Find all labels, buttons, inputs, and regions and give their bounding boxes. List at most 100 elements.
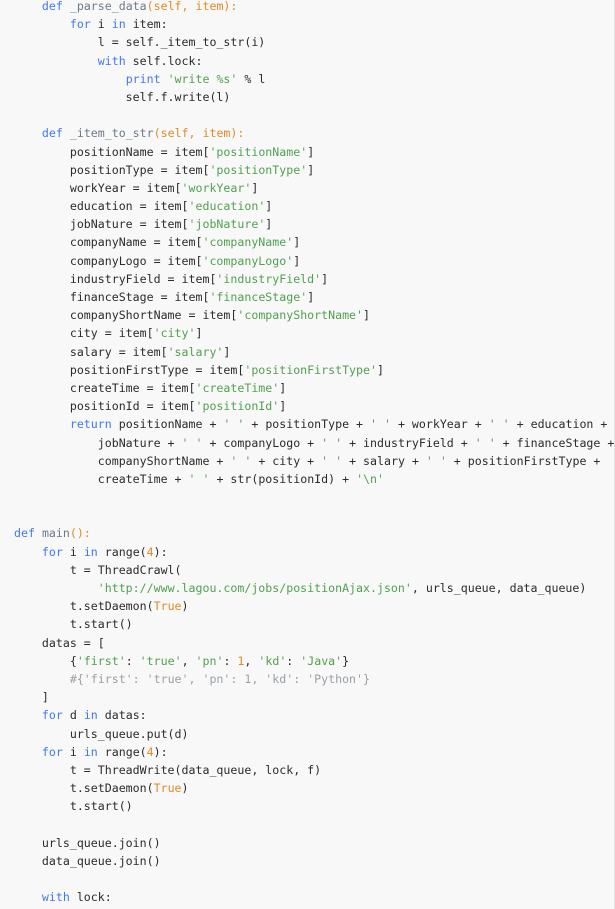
code-line: urls_queue.put(d) (14, 725, 614, 743)
code-token: ) (181, 781, 189, 796)
code-line: positionName = item['positionName'] (14, 143, 614, 161)
code-line: l = self._item_to_str(i) (14, 33, 614, 51)
code-token: ] (307, 144, 315, 159)
code-token: 'positionFirstType' (244, 362, 377, 377)
code-token: ' ' (188, 471, 210, 486)
code-token: jobNature + (14, 435, 182, 450)
code-token: + financeStage + (495, 435, 615, 450)
code-token: ) (181, 599, 189, 614)
code-token: companyShortName + (14, 453, 231, 468)
code-token: companyShortName = item[ (14, 308, 238, 323)
code-line: data_queue.join() (14, 852, 614, 870)
code-line: for i in item: (14, 15, 614, 33)
code-line (14, 815, 614, 833)
code-token: ] (14, 690, 49, 705)
code-line: positionFirstType = item['positionFirstT… (14, 361, 614, 379)
code-token: def (41, 0, 63, 13)
code-token: createTime + (14, 471, 189, 486)
code-token: ] (195, 326, 203, 341)
code-line: t.setDaemon(True) (14, 597, 614, 615)
code-token: (self, item): (146, 0, 238, 13)
code-line: 'http://www.lagou.com/jobs/positionAjax.… (14, 579, 614, 597)
code-token: ] (321, 271, 329, 286)
code-token: i (90, 17, 112, 32)
code-token: 'http://www.lagou.com/jobs/positionAjax.… (97, 581, 412, 595)
code-line: industryField = item['industryField'] (14, 270, 614, 288)
code-token: d (62, 708, 84, 723)
code-token: + positionType + (244, 417, 371, 432)
code-token: % l (237, 71, 266, 86)
code-token: 'createTime' (195, 380, 280, 395)
code-line: t.start() (14, 615, 614, 633)
code-token: 'salary' (167, 344, 224, 359)
code-token: 4 (146, 544, 154, 559)
code-token: , urls_queue, data_queue) (411, 581, 587, 595)
code-token: ' ' (425, 453, 447, 468)
code-token: in (83, 744, 98, 759)
code-token: createTime = item[ (14, 380, 196, 395)
code-token: ' ' (321, 453, 343, 468)
code-line: def _item_to_str(self, item): (14, 124, 614, 142)
code-token: 'companyShortName' (237, 308, 364, 323)
code-token (14, 17, 70, 31)
code-token: 'companyLogo' (202, 253, 294, 268)
code-token: 'kd' (258, 653, 287, 668)
code-line: for i in range(4): (14, 543, 614, 561)
code-token: 'companyName' (202, 235, 294, 250)
code-token: 'Java' (300, 653, 343, 668)
code-token (14, 672, 70, 686)
code-token: + str(positionId) + (209, 471, 357, 486)
code-token: ): (153, 744, 168, 759)
code-line: companyShortName + ' ' + city + ' ' + sa… (14, 452, 614, 470)
code-token (14, 54, 98, 68)
code-token: positionName + (111, 417, 224, 432)
code-token: (): (69, 526, 91, 541)
code-token: ' ' (223, 417, 245, 432)
code-line: workYear = item['workYear'] (14, 179, 614, 197)
code-token: t = ThreadWrite(data_queue, lock, f) (14, 762, 322, 777)
code-token (14, 417, 70, 431)
code-token (14, 545, 42, 559)
code-line: {'first': 'true', 'pn': 1, 'kd': 'Java'} (14, 652, 614, 670)
code-token: , (244, 653, 259, 668)
code-token (63, 0, 70, 13)
code-token: ' ' (488, 417, 510, 432)
code-token: positionId = item[ (14, 399, 196, 414)
code-token: t = ThreadCrawl( (14, 562, 182, 577)
code-line: companyShortName = item['companyShortNam… (14, 306, 614, 324)
code-token: + positionFirstType + (446, 453, 608, 468)
code-line: financeStage = item['financeStage'] (14, 288, 614, 306)
code-token: t.setDaemon( (14, 599, 154, 614)
code-line: return positionName + ' ' + positionType… (14, 415, 614, 433)
code-token: l = self._item_to_str(i) (14, 35, 266, 50)
code-token: urls_queue.put(d) (14, 726, 189, 741)
code-token: def (14, 526, 35, 541)
code-token: 'pn' (195, 653, 224, 668)
code-token: ] (279, 399, 287, 414)
code-token: in (83, 544, 98, 559)
code-token: ' ' (370, 417, 391, 432)
code-line: positionId = item['positionId'] (14, 397, 614, 415)
code-token: ] (279, 380, 287, 395)
code-token: _item_to_str (69, 126, 154, 141)
code-line: positionType = item['positionType'] (14, 161, 614, 179)
code-token: self.lock: (125, 53, 203, 68)
code-line: t.setDaemon(True) (14, 779, 614, 797)
code-token: ] (223, 344, 231, 359)
code-token (161, 72, 168, 86)
code-token: with (41, 890, 70, 905)
code-token: + education + (509, 417, 615, 432)
code-token: ] (363, 308, 370, 323)
code-token (14, 745, 42, 759)
code-token: range( (97, 544, 147, 559)
code-token: ] (293, 253, 301, 268)
code-token: urls_queue.join() (14, 835, 161, 850)
code-line: companyName = item['companyName'] (14, 233, 614, 251)
code-token: companyName = item[ (14, 235, 203, 250)
code-token: ] (293, 235, 301, 250)
code-token: return (69, 417, 112, 432)
code-token: t.setDaemon( (14, 781, 154, 796)
code-token (14, 890, 42, 904)
code-line: salary = item['salary'] (14, 343, 614, 361)
